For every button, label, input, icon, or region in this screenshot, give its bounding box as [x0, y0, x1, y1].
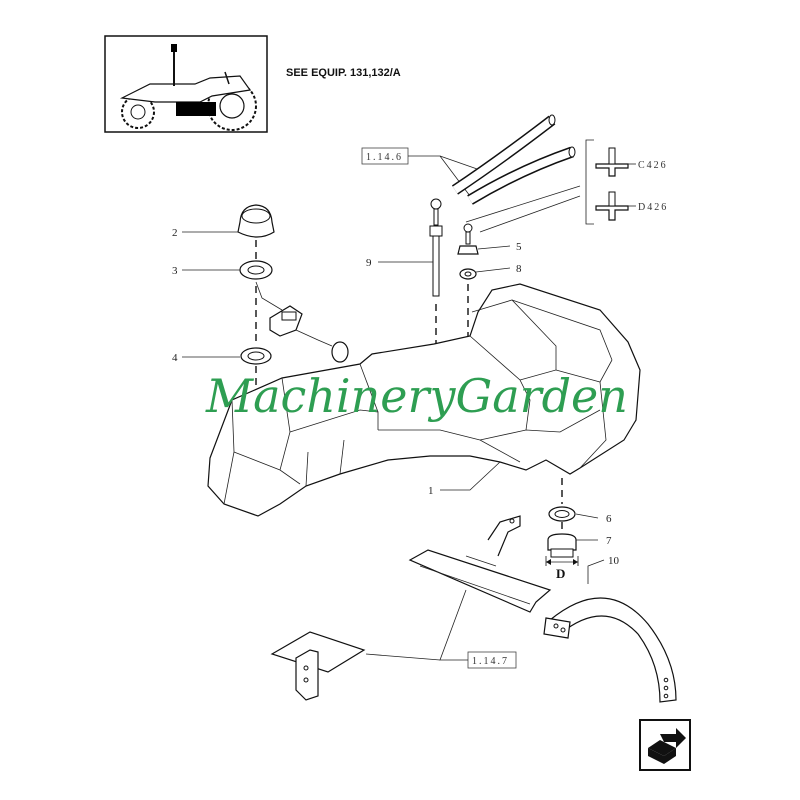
watermark: MachineryGarden: [205, 369, 628, 423]
hose-reference: 1.14.6: [361, 147, 481, 197]
part-6-drain-seal: 6: [548, 506, 612, 525]
callout-9: 9: [366, 257, 372, 269]
callout-10: 10: [608, 555, 620, 567]
see-equip-label: SEE EQUIP. 131,132/A: [286, 67, 401, 79]
fitting-c426: C426: [595, 147, 668, 177]
part-5-return-fitting: 5: [457, 223, 522, 255]
callout-5: 5: [516, 241, 522, 253]
bracket-reference: 1.14.7: [365, 589, 517, 669]
callout-2: 2: [172, 227, 178, 239]
callout-7: 7: [606, 535, 612, 547]
part-3-fuel-sender: 3: [172, 260, 349, 363]
callout-3: 3: [172, 265, 178, 277]
part-10-strap: 10: [543, 555, 677, 703]
part-9-dipstick: 9: [366, 198, 443, 297]
tractor-thumbnail-icon: [119, 44, 257, 131]
callout-8: 8: [516, 263, 522, 275]
callout-6: 6: [606, 513, 612, 525]
hose-reference-label: 1.14.6: [366, 152, 403, 163]
tank-support-bracket: [408, 515, 552, 613]
part-2-filler-cap: 2: [172, 204, 275, 239]
callout-4: 4: [172, 352, 178, 364]
part-4-seal: 4: [172, 347, 272, 365]
detail-label: D: [556, 566, 565, 581]
fitting-d426-label: D426: [638, 202, 668, 213]
part-7-drain-plug: 7 D: [545, 533, 612, 581]
fitting-d426: D426: [595, 191, 668, 221]
bracket-reference-label: 1.14.7: [472, 656, 509, 667]
tractor-thumbnail: [104, 35, 268, 133]
part-8-washer: 8: [459, 263, 522, 280]
next-page-icon[interactable]: [639, 719, 691, 771]
callout-1: 1: [428, 485, 434, 497]
fuel-hoses: [451, 114, 576, 205]
fitting-c426-label: C426: [638, 160, 668, 171]
mount-plate: [270, 631, 366, 701]
part-1-fuel-tank: 1: [207, 283, 641, 517]
